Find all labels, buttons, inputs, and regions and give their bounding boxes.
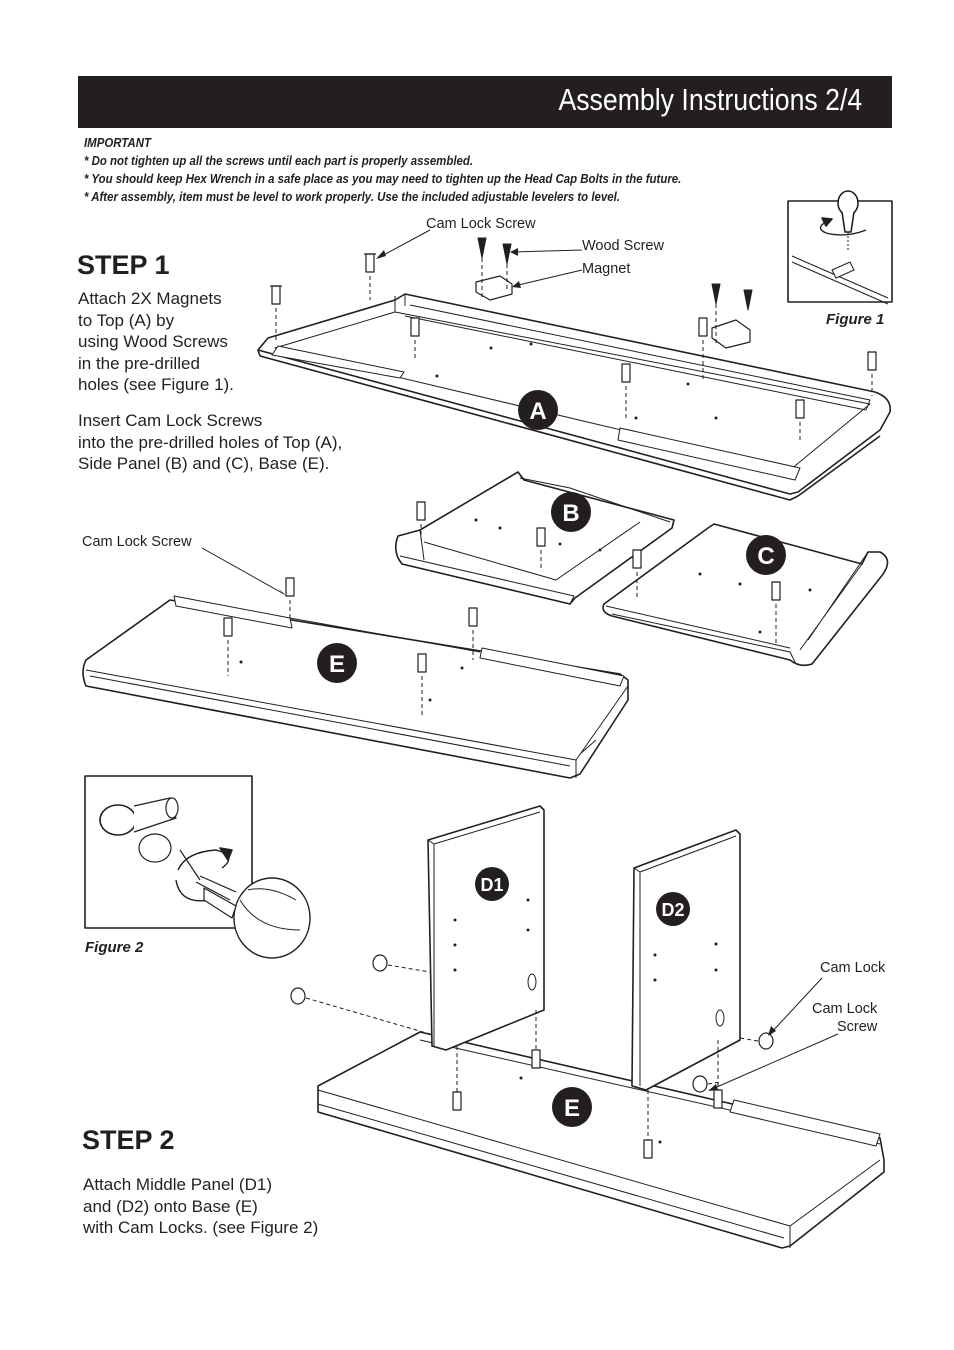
figure2-caption: Figure 2 [85,939,144,956]
text-line: to Top (A) by [78,310,175,330]
text-line: Screw [836,1019,878,1035]
svg-text:C: C [757,543,774,570]
step1-title: STEP 1 [77,250,170,280]
callout-magnet: Magnet [582,261,631,277]
top-panel-a [257,293,892,501]
text-line: holes (see Figure 1). [78,375,234,394]
svg-text:A: A [529,398,546,425]
text-line: Attach 2X Magnets [78,289,222,308]
badge-e1: E [317,643,357,683]
callout-cam-lock: Cam Lock [820,960,886,976]
callout-wood-screw: Wood Screw [582,238,664,254]
screwdriver [203,877,311,959]
callout-cam-lock-screw-left: Cam Lock Screw [82,534,192,550]
middle-panel-d2 [631,829,741,1091]
badge-c: C [746,535,786,575]
badge-e2: E [552,1087,592,1127]
base-e-step1 [82,595,629,779]
text-line: in the pre-drilled [78,353,200,373]
side-panel-c [602,523,889,667]
step2-instructions: Attach Middle Panel (D1) and (D2) onto B… [83,1174,318,1239]
badge-d1: D1 [475,867,509,901]
cam-locks [290,954,774,1093]
svg-text:D2: D2 [661,900,684,920]
holes [239,342,812,1144]
side-panel-b [394,471,675,605]
badge-b: B [551,492,591,532]
wood-screws [477,237,753,311]
notes-heading: IMPORTANT [84,135,151,150]
note-line: * After assembly, item must be level to … [84,189,620,204]
important-notes: IMPORTANT * Do not tighten up all the sc… [84,134,681,206]
cam-lock-screws [223,253,877,1159]
leader-lines [201,229,839,1091]
middle-panel-d1 [427,805,545,1051]
text-line: Cam Lock [812,1001,878,1017]
step2-title: STEP 2 [82,1125,175,1155]
guide-lines [227,258,873,1140]
note-line: * You should keep Hex Wrench in a safe p… [84,171,682,186]
step1-instructions-2: Insert Cam Lock Screws into the pre-dril… [78,410,342,475]
svg-text:E: E [564,1095,580,1122]
note-line: * Do not tighten up all the screws until… [84,153,474,168]
text-line: into the pre-drilled holes of Top (A), [78,432,343,452]
page-title: Assembly Instructions 2/4 [558,82,862,117]
svg-text:B: B [562,500,579,527]
step1-instructions-1: Attach 2X Magnets to Top (A) by using Wo… [78,288,234,396]
figure1-caption: Figure 1 [826,311,885,328]
text-line: and (D2) onto Base (E) [83,1196,258,1216]
svg-text:E: E [329,651,345,678]
base-e-step2 [317,1031,885,1249]
text-line: Side Panel (B) and (C), Base (E). [78,454,330,473]
text-line: using Wood Screws [78,332,228,351]
svg-text:D1: D1 [480,875,503,895]
text-line: Insert Cam Lock Screws [78,411,263,430]
callout-cam-lock-screw-step2: Cam Lock Screw [812,1000,877,1036]
text-line: Attach Middle Panel (D1) [83,1175,272,1194]
title-bar: Assembly Instructions 2/4 [78,76,892,128]
magnets [475,275,751,349]
badge-d2: D2 [656,892,690,926]
text-line: with Cam Locks. (see Figure 2) [83,1218,319,1237]
figure1-box [787,190,893,305]
callout-cam-lock-screw: Cam Lock Screw [426,216,536,232]
badge-a: A [518,390,558,430]
part-badges: A B C E D1 D2 E [317,390,786,1127]
